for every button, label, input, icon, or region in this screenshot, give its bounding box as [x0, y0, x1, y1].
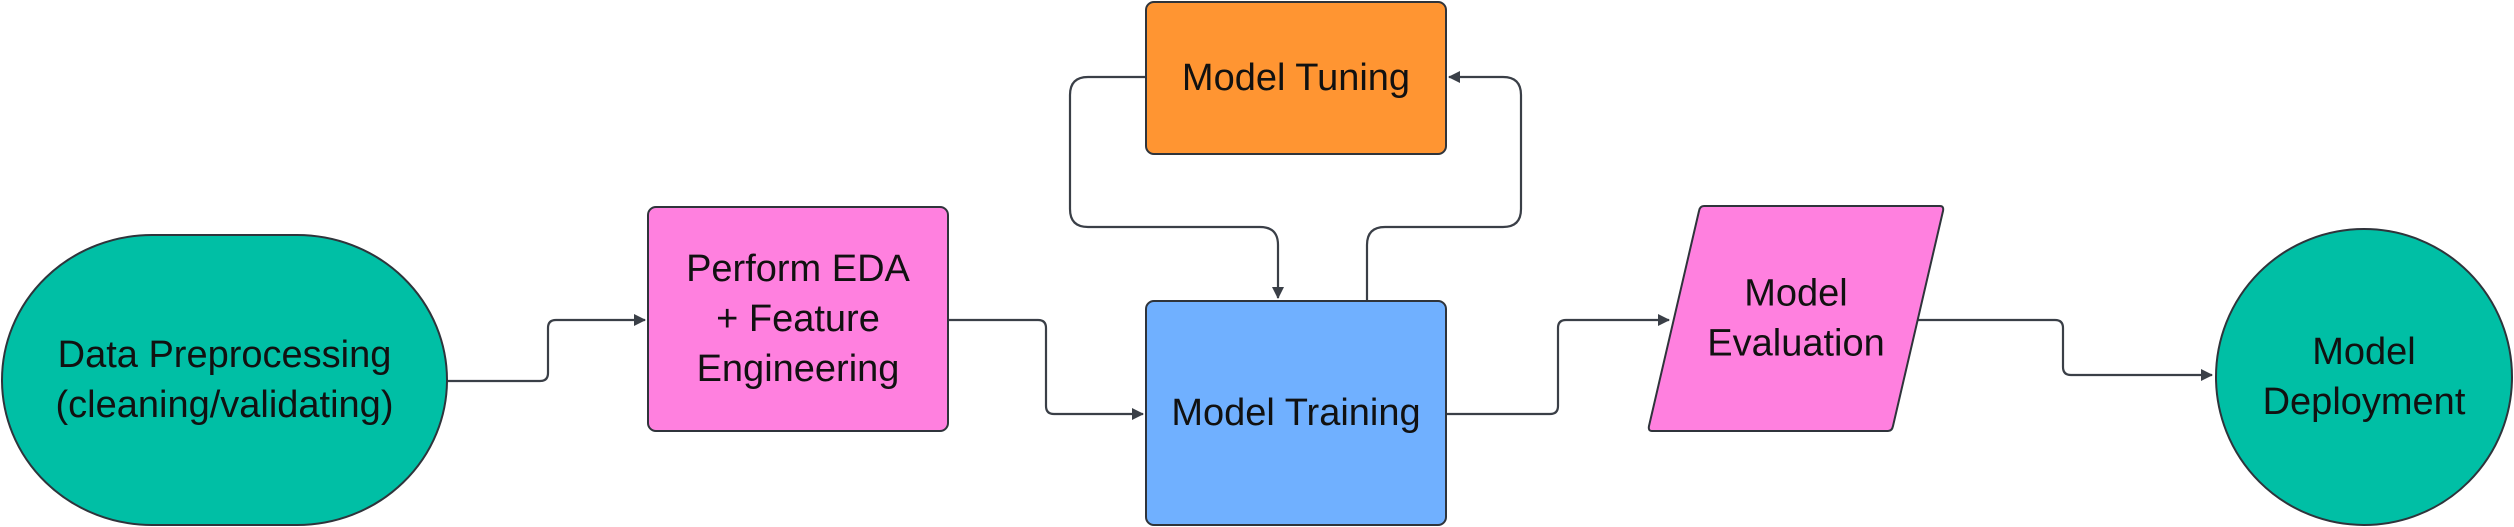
- node-model-tuning[interactable]: Model Tuning: [1145, 1, 1447, 155]
- node-perform-eda-label-line: + Feature: [716, 298, 880, 340]
- node-model-evaluation-label-line: Evaluation: [1707, 323, 1884, 365]
- node-data-preprocessing-label-line: Data Preprocessing: [58, 334, 392, 376]
- node-model-training-shape: [1145, 300, 1447, 526]
- edge-model-evaluation-to-model-deployment: [1912, 318, 2213, 381]
- node-model-tuning-label: Model Tuning: [1182, 57, 1410, 99]
- node-model-evaluation-shape: [1647, 205, 1945, 432]
- node-model-training[interactable]: Model Training: [1145, 300, 1447, 526]
- node-model-deployment-label-line: Model: [2312, 331, 2416, 373]
- edge-model-training-to-model-evaluation: [1446, 314, 1670, 416]
- edge-data-preprocessing-to-perform-eda: [447, 314, 646, 383]
- node-model-evaluation-label-line: Model: [1744, 273, 1848, 315]
- node-data-preprocessing[interactable]: Data Preprocessing (cleaning/validating): [1, 234, 448, 526]
- node-model-deployment-shape: [2215, 228, 2513, 526]
- edge-model-training-to-model-tuning: [1365, 71, 1523, 301]
- node-perform-eda-shape: [647, 206, 949, 432]
- edge-model-tuning-to-model-training: [1068, 75, 1284, 299]
- node-model-training-label: Model Training: [1171, 392, 1420, 434]
- node-perform-eda-label-line: Engineering: [697, 348, 900, 390]
- node-model-tuning-label-line: Model Tuning: [1182, 57, 1410, 99]
- node-data-preprocessing-label-line: (cleaning/validating): [56, 384, 394, 426]
- edges-layer: [447, 71, 2213, 420]
- node-model-training-label-line: Model Training: [1171, 392, 1420, 434]
- node-model-deployment-label-line: Deployment: [2263, 381, 2466, 423]
- node-model-tuning-shape: [1145, 1, 1447, 155]
- node-data-preprocessing-shape: [1, 234, 448, 526]
- node-perform-eda-label-line: Perform EDA: [686, 248, 910, 290]
- node-data-preprocessing-label: Data Preprocessing (cleaning/validating): [56, 334, 394, 426]
- edge-perform-eda-to-model-training: [948, 318, 1144, 420]
